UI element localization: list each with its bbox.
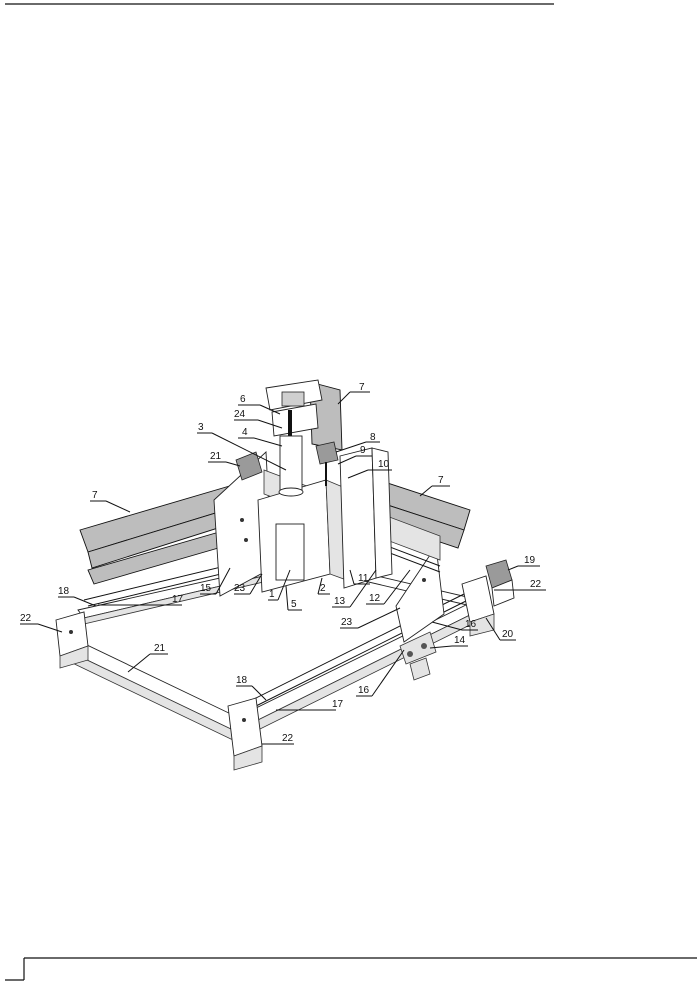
callout-14: 14: [429, 635, 468, 649]
callout-number: 9: [360, 445, 366, 456]
callout-4: 4: [238, 427, 283, 447]
callout-number: 3: [198, 422, 204, 433]
callout-18-bottom: 18: [236, 675, 267, 701]
callout-number: 20: [502, 629, 514, 640]
callout-number: 4: [242, 427, 248, 438]
callout-12: 12: [366, 569, 411, 605]
z-axis-motor: [315, 441, 339, 486]
z-carriage: [257, 479, 353, 593]
callout-22-right: 22: [494, 579, 546, 591]
callout-labels: 7 6 24 3 4 8 9 21 10 7 7 19 22 15 23 1 5…: [20, 382, 546, 745]
callout-number: 22: [20, 613, 32, 624]
callout-number: 23: [234, 583, 246, 594]
callout-21-bottom: 21: [127, 643, 168, 673]
callout-number: 17: [172, 594, 184, 605]
callout-number: 22: [282, 733, 294, 744]
callout-number: 11: [358, 573, 369, 584]
callout-24: 24: [234, 409, 283, 429]
callout-23-right: 23: [340, 607, 401, 629]
callout-number: 6: [240, 394, 246, 405]
callout-number: 12: [369, 593, 381, 604]
callout-7-right: 7: [419, 475, 450, 497]
callout-number: 15: [200, 583, 212, 594]
callout-21-top: 21: [208, 451, 241, 467]
callout-1: 1: [268, 569, 291, 601]
callout-19: 19: [507, 555, 540, 571]
callout-17-left: 17: [98, 594, 184, 606]
callout-number: 13: [334, 596, 346, 607]
x-axis-motor: [235, 451, 263, 481]
footer-rule: [5, 957, 697, 981]
callout-number: 23: [341, 617, 353, 628]
callout-13: 13: [332, 569, 377, 608]
callout-2: 2: [317, 577, 330, 595]
callout-number: 8: [370, 432, 376, 443]
callout-number: 24: [234, 409, 246, 420]
callout-11: 11: [349, 569, 370, 585]
corner-foot-front: [227, 697, 263, 771]
callout-22-left: 22: [20, 613, 63, 633]
callout-7-left: 7: [90, 490, 131, 513]
callout-number: 2: [320, 583, 326, 594]
callout-17-bottom: 17: [276, 699, 344, 711]
callout-3: 3: [197, 422, 287, 471]
z-plate: [339, 447, 393, 589]
spindle-assembly: [265, 379, 323, 497]
callout-8: 8: [335, 432, 380, 453]
callout-23-left: 23: [234, 573, 263, 595]
callout-number: 7: [92, 490, 98, 501]
limit-switch-cluster: [399, 631, 437, 681]
callout-number: 10: [378, 459, 390, 470]
callout-20: 20: [485, 617, 516, 641]
frame-rail-front: [247, 602, 481, 731]
callout-16-bottom: 16: [356, 649, 405, 697]
callout-number: 18: [58, 586, 70, 597]
corner-foot-left: [55, 611, 89, 669]
callout-number: 19: [524, 555, 536, 566]
callout-9: 9: [337, 445, 372, 465]
callout-number: 7: [359, 382, 365, 393]
callout-5: 5: [285, 585, 302, 611]
callout-16-right: 16: [431, 619, 478, 631]
callout-number: 21: [154, 643, 166, 654]
callout-number: 22: [530, 579, 542, 590]
callout-number: 7: [438, 475, 444, 486]
callout-7-top: 7: [337, 382, 370, 405]
callout-10: 10: [347, 459, 392, 479]
callout-number: 17: [332, 699, 344, 710]
gantry-plate-right: [395, 544, 445, 643]
callout-18-left: 18: [58, 586, 97, 607]
y-axis-motor: [485, 559, 515, 607]
callout-15: 15: [200, 567, 231, 595]
callout-number: 21: [210, 451, 222, 462]
callout-number: 14: [454, 635, 466, 646]
callout-number: 1: [269, 589, 275, 600]
machine-illustration: [55, 379, 515, 771]
callout-number: 16: [358, 685, 370, 696]
callout-number: 16: [465, 619, 477, 630]
callout-6: 6: [238, 394, 281, 415]
callout-number: 5: [291, 599, 297, 610]
callout-number: 18: [236, 675, 248, 686]
callout-22-bottom: 22: [262, 733, 294, 745]
